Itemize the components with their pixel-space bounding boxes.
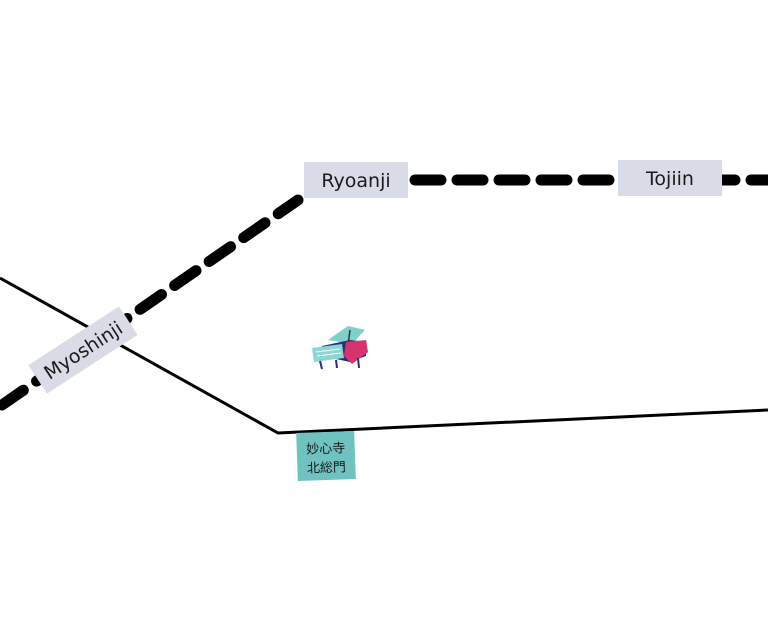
station-label: Ryoanji — [321, 170, 390, 192]
gate-label-line2: 北総門 — [307, 460, 347, 476]
piano-icon[interactable] — [312, 326, 368, 370]
road-line — [0, 276, 768, 435]
station-tojiin[interactable]: Tojiin — [618, 160, 722, 196]
station-ryoanji[interactable]: Ryoanji — [304, 162, 408, 198]
station-myoshinji[interactable]: Myoshinji — [28, 306, 138, 394]
gate-label[interactable]: 妙心寺 北総門 — [296, 431, 356, 481]
station-label: Tojiin — [645, 168, 694, 190]
gate-label-line1: 妙心寺 — [306, 441, 346, 457]
